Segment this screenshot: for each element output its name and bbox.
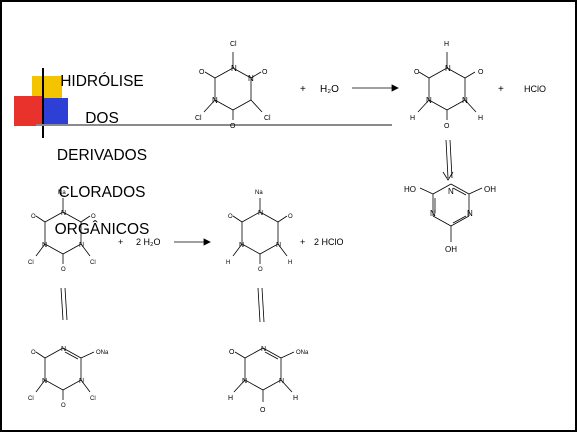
substituent-oh: OH <box>445 245 457 254</box>
atom-o: O <box>229 349 235 356</box>
title-line-1: HIDRÓLISE <box>60 72 144 90</box>
atom-n: N <box>61 210 66 217</box>
substituent-ona: ONa <box>296 350 309 356</box>
atom-n: N <box>462 96 468 105</box>
tautomer-equilibrium-arrows-3 <box>257 287 265 323</box>
atom-n: N <box>42 242 47 249</box>
substituent-h: H <box>410 115 415 122</box>
substituent-cl: Cl <box>195 115 202 122</box>
atom-o: O <box>288 214 293 220</box>
molecule-cyanuric-acid <box>417 52 477 120</box>
atom-n: N <box>445 64 451 73</box>
title-line-4: CLORADOS <box>58 183 146 201</box>
atom-n: N <box>239 242 244 249</box>
molecule-sodium-cyanurate <box>232 198 288 264</box>
substituent-cl: Cl <box>90 260 96 266</box>
atom-o: O <box>228 214 233 220</box>
substituent-cl: Cl <box>90 396 96 402</box>
tautomer-equilibrium-arrows-1 <box>442 139 454 181</box>
slide-title: HIDRÓLISE DOS DERIVADOS CLORADOS ORGÂNIC… <box>36 54 168 258</box>
molecule-sodium-dichloro-enolate <box>35 347 95 400</box>
substituent-h: H <box>444 41 449 48</box>
substituent-h: H <box>228 395 233 402</box>
atom-n: N <box>242 378 247 385</box>
atom-o: O <box>262 69 268 76</box>
plus-sign: + <box>498 84 504 95</box>
atom-n: N <box>258 210 263 217</box>
atom-n: N <box>261 346 266 353</box>
accent-red-square <box>14 96 44 126</box>
substituent-cl: Cl <box>28 396 34 402</box>
substituent-h: H <box>293 395 298 402</box>
substituent-na: Na <box>255 190 263 196</box>
atom-n: N <box>248 74 254 83</box>
molecule-trichloroisocyanuric-acid <box>203 52 263 120</box>
atom-o: O <box>199 69 205 76</box>
hclo-byproduct: 2 HClO <box>314 237 344 247</box>
substituent-h: H <box>478 115 483 122</box>
water-reagent: 2 H₂O <box>136 237 161 247</box>
atom-n: N <box>61 346 66 353</box>
water-reagent: H₂O <box>320 84 339 95</box>
atom-o: O <box>258 267 263 273</box>
title-rule <box>36 124 392 126</box>
atom-o: O <box>61 403 66 409</box>
substituent-ona: ONa <box>96 350 109 356</box>
substituent-cl: Cl <box>28 260 34 266</box>
atom-o: O <box>230 123 236 130</box>
atom-n: N <box>212 96 218 105</box>
atom-o: O <box>31 350 36 356</box>
molecule-sodium-cyanurate-enolate <box>233 347 295 402</box>
substituent-ho: HO <box>404 185 416 194</box>
reaction1-arrowhead <box>391 84 399 92</box>
accent-blue-square <box>42 98 68 124</box>
substituent-h: H <box>288 260 292 266</box>
title-line-5: ORGÂNICOS <box>54 220 150 238</box>
reaction2-arrowhead <box>203 238 211 246</box>
atom-n: N <box>79 242 84 249</box>
plus-sign: + <box>118 237 123 247</box>
atom-n: N <box>42 378 47 385</box>
molecule-cyanuric-acid-enol <box>419 183 483 242</box>
atom-o: O <box>414 69 420 76</box>
atom-o: O <box>260 407 266 414</box>
plus-sign: + <box>300 84 306 95</box>
atom-n: N <box>467 209 473 218</box>
atom-o: O <box>91 214 96 220</box>
atom-o: O <box>444 123 450 130</box>
atom-o: O <box>31 214 36 220</box>
plus-sign: + <box>300 237 305 247</box>
atom-o: O <box>478 69 484 76</box>
atom-n: N <box>79 378 84 385</box>
substituent-na: Na <box>58 190 66 196</box>
accent-vertical-line <box>42 68 44 138</box>
substituent-h: H <box>226 260 230 266</box>
substituent-cl: Cl <box>264 115 271 122</box>
atom-n: N <box>448 187 454 196</box>
atom-n: N <box>430 209 436 218</box>
substituent-cl: Cl <box>230 41 237 48</box>
atom-n: N <box>279 378 284 385</box>
atom-n: N <box>426 96 432 105</box>
atom-n: N <box>231 64 237 73</box>
atom-o: O <box>61 267 66 273</box>
title-line-2: DOS <box>85 109 119 127</box>
tautomer-equilibrium-arrows-2 <box>60 287 68 321</box>
hclo-byproduct: HClO <box>524 84 546 94</box>
substituent-oh: OH <box>484 185 496 194</box>
atom-n: N <box>276 242 281 249</box>
title-line-3: DERIVADOS <box>56 146 148 164</box>
molecule-sodium-dichloroisocyanurate <box>35 198 91 264</box>
